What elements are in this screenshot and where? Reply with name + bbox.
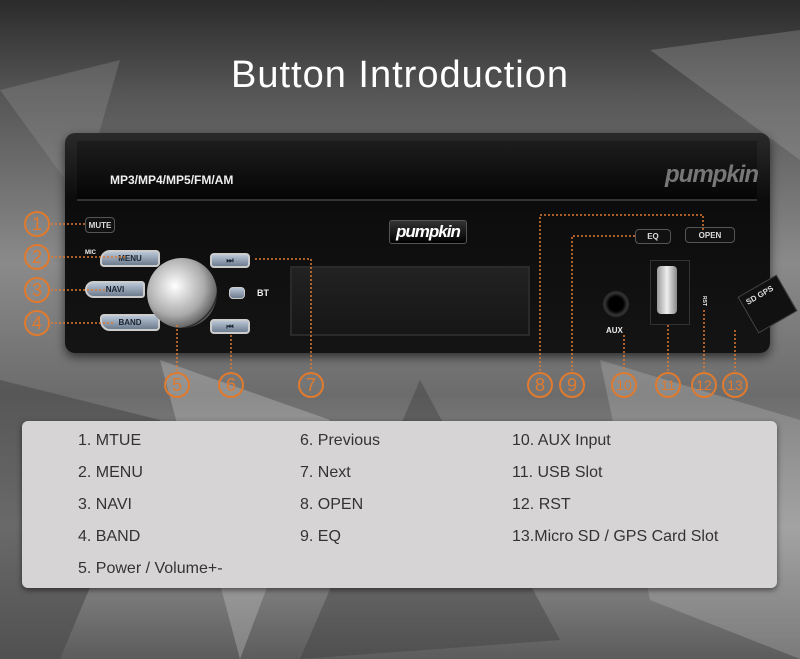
aux-label: AUX: [606, 326, 623, 335]
callout-10: 10: [611, 372, 637, 398]
legend-item: 6. Previous: [300, 432, 381, 449]
callout-3: 3: [24, 277, 50, 303]
aux-port[interactable]: [603, 291, 629, 317]
power-volume-knob[interactable]: [147, 258, 217, 328]
legend-item: 8. OPEN: [300, 496, 364, 513]
navi-button[interactable]: NAVI: [85, 281, 145, 298]
callout-7: 7: [298, 372, 324, 398]
legend-item: 10. AUX Input: [512, 432, 611, 449]
display-screen: [290, 266, 530, 336]
legend-item: 3. NAVI: [78, 496, 132, 513]
mic-label: MIC: [85, 250, 96, 256]
callout-13: 13: [722, 372, 748, 398]
legend-item: 7. Next: [300, 464, 351, 481]
menu-button[interactable]: MENU: [100, 250, 160, 267]
legend-item: 9. EQ: [300, 528, 341, 545]
callout-9: 9: [559, 372, 585, 398]
legend-item: 1. MTUE: [78, 432, 142, 449]
car-stereo-unit: MP3/MP4/MP5/FM/AM pumpkin pumpkin MUTE M…: [65, 133, 798, 353]
legend-item: 5. Power / Volume+-: [78, 560, 223, 577]
brand-logo-center: pumpkin: [389, 220, 467, 244]
brand-logo-top: pumpkin: [665, 161, 759, 188]
open-button[interactable]: OPEN: [685, 227, 735, 243]
front-flap: [77, 141, 757, 201]
callout-5: 5: [164, 372, 190, 398]
legend-item: 4. BAND: [78, 528, 141, 545]
usb-slot[interactable]: [650, 260, 690, 325]
callout-1: 1: [24, 211, 50, 237]
eq-button[interactable]: EQ: [635, 229, 671, 244]
callout-11: 11: [655, 372, 681, 398]
legend-item: 11. USB Slot: [512, 464, 603, 481]
format-label: MP3/MP4/MP5/FM/AM: [110, 173, 234, 187]
next-button[interactable]: ⏭: [210, 253, 250, 268]
callout-6: 6: [218, 372, 244, 398]
previous-button[interactable]: ⏮: [210, 319, 250, 334]
legend-item: 12. RST: [512, 496, 571, 513]
callout-8: 8: [527, 372, 553, 398]
callout-2: 2: [24, 244, 50, 270]
legend-item: 13.Micro SD / GPS Card Slot: [512, 528, 719, 545]
callout-12: 12: [691, 372, 717, 398]
page-title: Button Introduction: [231, 54, 569, 96]
legend-item: 2. MENU: [78, 464, 143, 481]
mute-button[interactable]: MUTE: [85, 217, 115, 233]
callout-4: 4: [24, 310, 50, 336]
bt-label: BT: [257, 288, 269, 298]
bt-indicator: [229, 287, 245, 299]
legend-panel: 1. MTUE 2. MENU 3. NAVI 4. BAND 5. Power…: [22, 421, 777, 588]
